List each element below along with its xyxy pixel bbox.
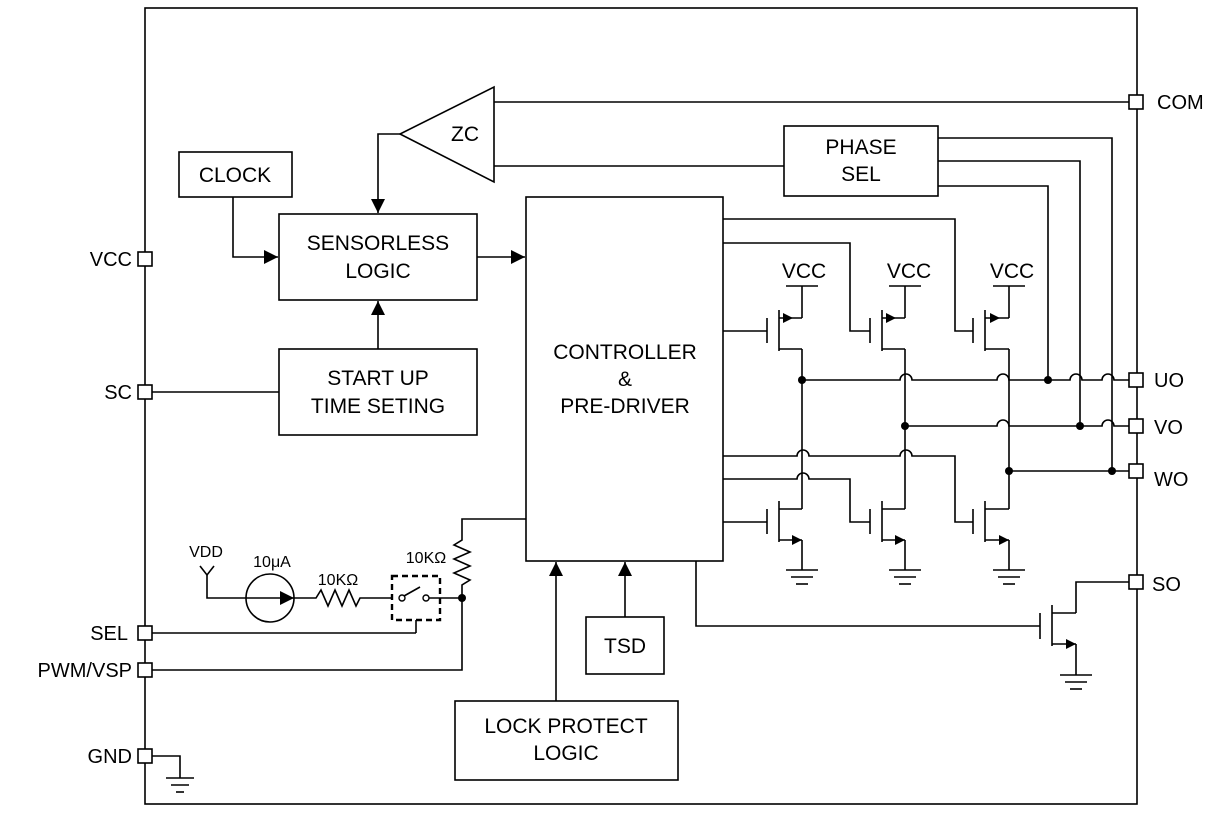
vcc-supply-u: VCC [782,260,826,283]
signal-wires [152,101,1129,701]
startup-time-block: START UP TIME SETING [278,348,478,436]
resistor-1-label: 10KΩ [318,572,358,589]
pin-sel-label: SEL [90,623,128,645]
vdd-supply: VDD [189,544,223,561]
sensorless-label-line1: SENSORLESS [307,232,449,255]
pin-so-label: SO [1152,574,1181,596]
lock-label-line1: LOCK PROTECT [484,715,648,738]
low-side-mosfet-v [869,500,921,585]
junction-dots [458,376,1116,602]
pin-vo: VO [1128,417,1183,439]
pin-uo: UO [1128,370,1184,392]
controller-label-line2: & [618,368,632,391]
pin-sel: SEL [90,623,153,645]
pin-pwm-label: PWM/VSP [38,660,132,682]
phase-label-line2: SEL [841,163,881,186]
startup-label-line2: TIME SETING [311,395,445,418]
high-side-mosfet-w: VCC [972,260,1034,351]
lock-protect-block: LOCK PROTECT LOGIC [454,700,679,781]
input-network: VDD 10μA 10KΩ 10KΩ [152,518,526,671]
controller-block: CONTROLLER & PRE-DRIVER [525,196,724,562]
pin-sc: SC [104,382,153,404]
tsd-label: TSD [604,635,646,658]
high-side-mosfet-v: VCC [869,260,931,351]
pin-gnd-label: GND [88,746,132,768]
startup-label-line1: START UP [327,367,429,390]
pin-sc-label: SC [104,382,132,404]
low-side-mosfet-u [766,500,818,585]
sensorless-label-line2: LOGIC [345,260,410,283]
phase-sel-block: PHASE SEL [783,125,939,197]
controller-label-line1: CONTROLLER [553,341,697,364]
pin-vcc-label: VCC [90,249,132,271]
vcc-supply-w: VCC [990,260,1034,283]
zc-comparator: ZC [398,85,495,184]
low-side-mosfet-w [972,500,1025,585]
high-side-mosfet-u: VCC [766,260,826,351]
pin-vo-label: VO [1154,417,1183,439]
pin-wo: WO [1128,463,1188,491]
pin-pwm-vsp: PWM/VSP [38,660,153,682]
gnd-ground [152,755,194,793]
gate-drive-wires [723,218,1010,523]
zc-label: ZC [451,123,479,146]
pin-com-label: COM [1157,92,1204,114]
current-source-label: 10μA [253,554,291,571]
clock-label: CLOCK [199,164,271,187]
pin-vcc: VCC [90,249,153,271]
tsd-block: TSD [585,616,665,675]
chip-outline [144,7,1138,805]
lock-label-line2: LOGIC [533,742,598,765]
controller-label-line3: PRE-DRIVER [560,395,690,418]
sensorless-logic-block: SENSORLESS LOGIC [278,213,478,301]
vcc-supply-v: VCC [887,260,931,283]
resistor-2-label: 10KΩ [406,550,446,567]
pin-gnd: GND [88,746,153,768]
so-output-mosfet [695,561,1129,690]
clock-block: CLOCK [178,151,293,198]
pin-uo-label: UO [1154,370,1184,392]
pin-so: SO [1128,574,1181,596]
pin-wo-label: WO [1154,469,1188,491]
pin-com: COM [1128,92,1204,114]
phase-label-line1: PHASE [825,136,896,159]
